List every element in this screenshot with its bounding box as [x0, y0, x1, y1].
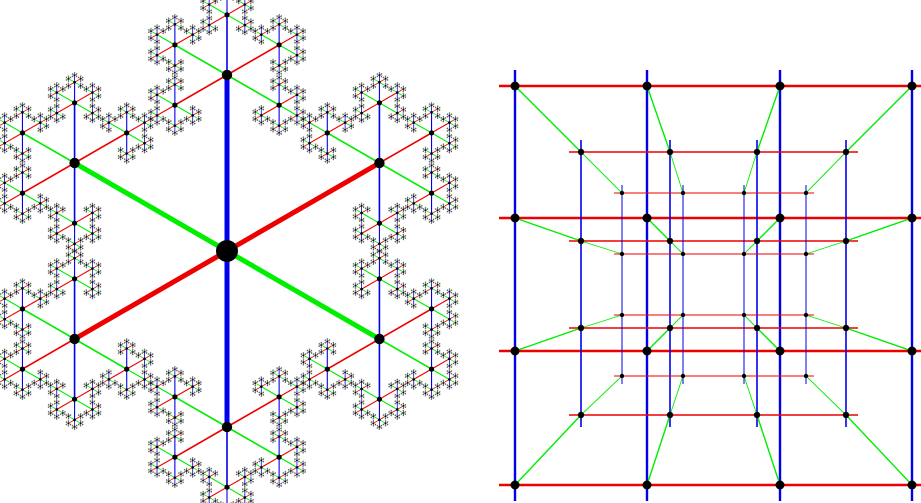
fractal-edge [278, 34, 298, 46]
fractal-edge [278, 44, 298, 56]
fractal-edges [0, 0, 459, 503]
fractal-edge [226, 74, 280, 106]
fractal-edge [226, 44, 280, 76]
fractal-edge [208, 14, 228, 26]
fractal-edge [208, 4, 228, 16]
fractal-edge [226, 14, 246, 26]
hexagonal-tree-fractal [0, 0, 459, 503]
fractal-edge [226, 4, 246, 16]
fractal-edge [261, 34, 280, 46]
